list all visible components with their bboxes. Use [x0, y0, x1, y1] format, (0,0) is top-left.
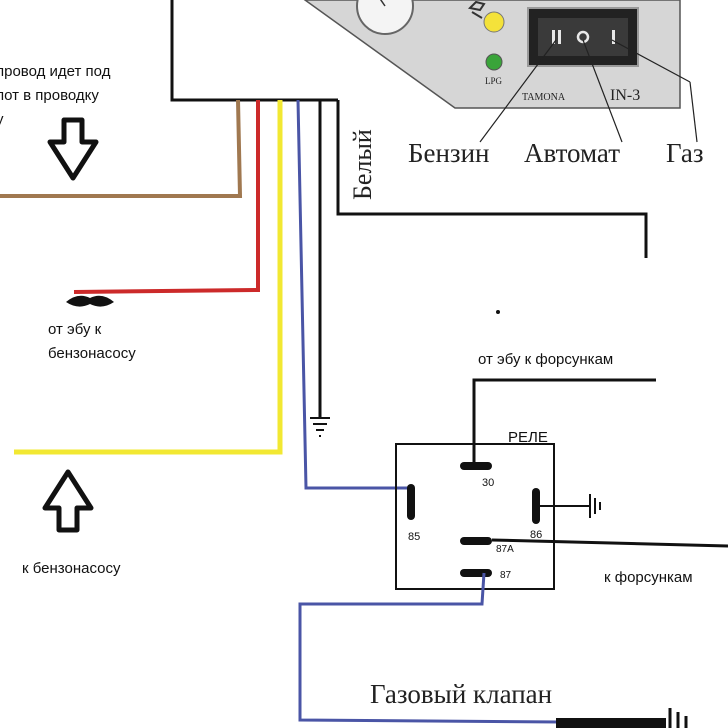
gas-valve-ground-icon — [668, 708, 688, 728]
relay-pin-85[interactable] — [407, 484, 415, 520]
label-to-injectors: к форсункам — [604, 569, 693, 586]
harness-black-outline — [170, 0, 338, 102]
pin86-ground-icon — [589, 494, 601, 518]
blue-wire-85 — [296, 99, 410, 490]
label-mode-petrol: Бензин — [408, 138, 490, 168]
relay-pin-30-label: 30 — [482, 477, 494, 489]
relay-body — [395, 443, 555, 590]
injector-output-wire — [491, 538, 728, 548]
switch-mark-auto-icon — [576, 30, 590, 44]
green-lpg-led — [485, 53, 503, 71]
led-label: LPG — [485, 76, 503, 86]
label-from-ecu-pump-2: бензонасосу — [48, 345, 136, 362]
gauge-needle — [379, 0, 386, 7]
ecu-injector-wire — [472, 378, 656, 464]
label-gas-valve: Газовый клапан — [370, 679, 552, 709]
gauge-dial — [356, 0, 414, 35]
note-wire-line1: провод идет под — [0, 63, 111, 80]
relay-title: РЕЛЕ — [508, 429, 548, 446]
panel-model: IN-3 — [610, 87, 640, 104]
label-white-wire: Белый — [348, 129, 377, 200]
pointer-gas — [611, 39, 691, 83]
pointer-auto — [582, 39, 623, 143]
ground-symbol-icon — [310, 417, 330, 437]
down-arrow-icon — [47, 117, 99, 181]
relay-pin-87-label: 87 — [500, 570, 512, 581]
label-to-pump: к бензонасосу — [22, 560, 121, 577]
label-from-ecu-pump-1: от эбу к — [48, 321, 102, 338]
red-wire-cut-marker-icon — [66, 295, 114, 307]
relay-pin-87[interactable] — [460, 569, 492, 577]
switch-mark-petrol-icon-2 — [558, 30, 561, 44]
switch-mark-gas-icon — [612, 30, 615, 44]
relay-pin-86-label: 86 — [530, 529, 542, 541]
pointer-gas-2 — [689, 81, 698, 143]
relay-pin-30[interactable] — [460, 462, 492, 470]
blue-wire-87 — [298, 572, 561, 724]
relay-pin-85-label: 85 — [408, 531, 420, 543]
note-wire-line2: пот в проводку — [0, 87, 99, 104]
fuel-pump-icon — [467, 0, 486, 19]
label-mode-gas: Газ — [666, 138, 704, 168]
relay-pin-87a[interactable] — [460, 537, 492, 545]
relay-pin-87a-label: 87A — [496, 544, 514, 555]
note-wire-line3: у — [0, 111, 4, 128]
yellow-wire — [14, 100, 283, 455]
up-arrow-icon — [42, 469, 94, 533]
switch-panel: LPG TAMONA IN-3 — [303, 0, 698, 143]
red-wire — [73, 100, 260, 294]
panel-brand: TAMONA — [522, 92, 566, 103]
switch-mark-petrol-icon — [552, 30, 555, 44]
gas-valve-terminal — [556, 718, 666, 728]
white-wire — [336, 100, 648, 258]
label-from-ecu-injectors: от эбу к форсункам — [478, 351, 613, 368]
label-mode-auto: Автомат — [524, 138, 620, 168]
brown-wire — [0, 99, 243, 198]
relay-pin-86[interactable] — [532, 488, 540, 524]
pointer-petrol — [479, 39, 557, 143]
yellow-indicator-led — [483, 11, 505, 33]
dot-mark — [496, 310, 500, 314]
